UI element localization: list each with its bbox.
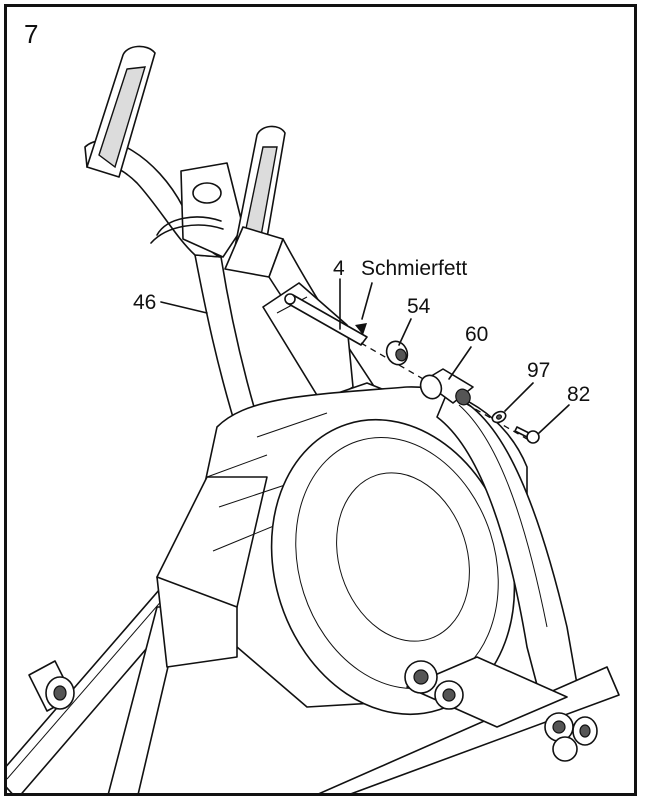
callout-60: 60 [465, 323, 488, 346]
callout-97: 97 [527, 359, 550, 382]
callout-grease: Schmierfett [361, 257, 467, 280]
callout-4: 4 [333, 257, 345, 280]
leader-lines [160, 278, 570, 434]
upright-arm-46 [84, 139, 264, 438]
pivot-60 [419, 368, 474, 406]
washer-97 [491, 410, 507, 424]
grease-arrow [355, 323, 367, 335]
assembly-drawing: 4 Schmierfett 46 54 60 97 82 [7, 45, 620, 793]
callout-46: 46 [133, 291, 156, 314]
diagram-frame: 7 [4, 4, 637, 796]
handle-grip-right [224, 125, 286, 278]
callout-54: 54 [407, 295, 431, 318]
assembly-axis [360, 342, 528, 440]
callout-82: 82 [567, 383, 590, 406]
console-bracket [150, 162, 244, 258]
axle-pin-4 [284, 293, 368, 346]
base-cross-tube [318, 656, 620, 793]
bushing-54 [385, 340, 409, 366]
roller-left [28, 660, 75, 712]
bolt-82 [514, 426, 540, 444]
step-number: 7 [24, 19, 39, 49]
handle-grip-left [86, 45, 156, 178]
